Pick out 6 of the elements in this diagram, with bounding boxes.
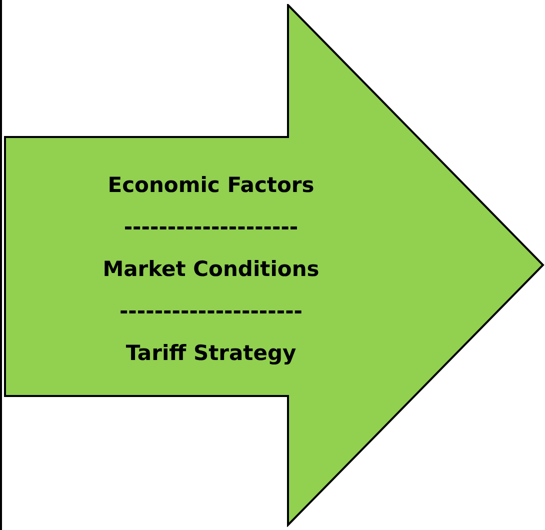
arrow-text: Economic Factors [108, 172, 314, 199]
arrow-shape [4, 4, 545, 527]
arrow-text: Market Conditions [102, 256, 320, 283]
arrow-text: -------------------- [124, 214, 298, 241]
arrow-text: Tariff Strategy [126, 340, 296, 367]
arrow-text: --------------------- [119, 298, 303, 325]
